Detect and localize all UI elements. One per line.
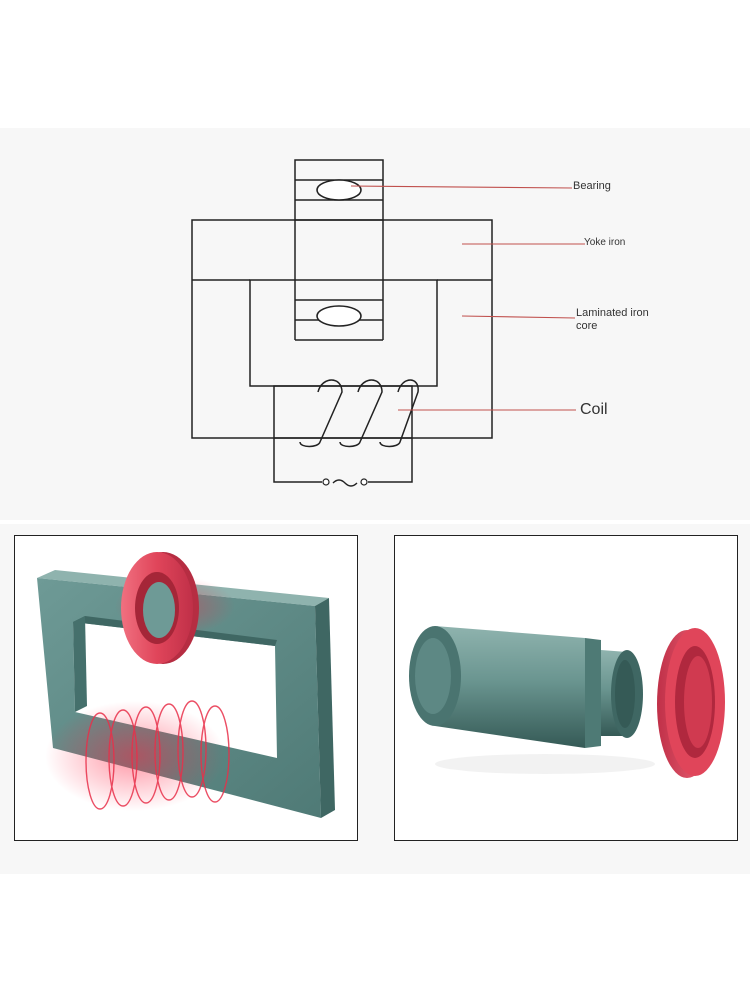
coil-housing	[273, 385, 413, 439]
coil-windings	[299, 379, 419, 448]
label-laminated-core-line2: core	[576, 319, 598, 332]
shaft-bearing-illustration-panel	[394, 535, 738, 841]
schematic-band	[0, 128, 750, 520]
bearing-ellipse-bottom	[316, 305, 362, 327]
bearing-ring	[121, 552, 199, 664]
iron-frame-with-coil-icon	[37, 552, 335, 818]
label-laminated-core-line1: Laminated iron	[576, 307, 649, 319]
yoke-iron-outline	[191, 219, 493, 439]
label-laminated-core: Laminated iron core	[576, 307, 649, 332]
shaft-and-bearing-icon	[409, 626, 725, 778]
induction-coil	[85, 700, 230, 810]
laminated-core-outline	[249, 279, 438, 387]
label-coil: Coil	[580, 401, 608, 418]
label-yoke-iron: Yoke iron	[584, 237, 626, 248]
label-bearing: Bearing	[573, 180, 611, 192]
terminal-left	[322, 478, 330, 486]
supply-circuit	[273, 438, 322, 483]
bearing-ellipse-top	[316, 179, 362, 201]
bearing-ring	[657, 628, 725, 778]
frame-coil-illustration-panel	[14, 535, 358, 841]
shaft-cylinder	[409, 626, 643, 748]
terminal-right	[360, 478, 368, 486]
induction-heater-schematic	[191, 159, 585, 487]
leader-bearing	[350, 185, 573, 189]
ac-source-symbol	[332, 479, 358, 487]
leader-core	[461, 315, 576, 319]
